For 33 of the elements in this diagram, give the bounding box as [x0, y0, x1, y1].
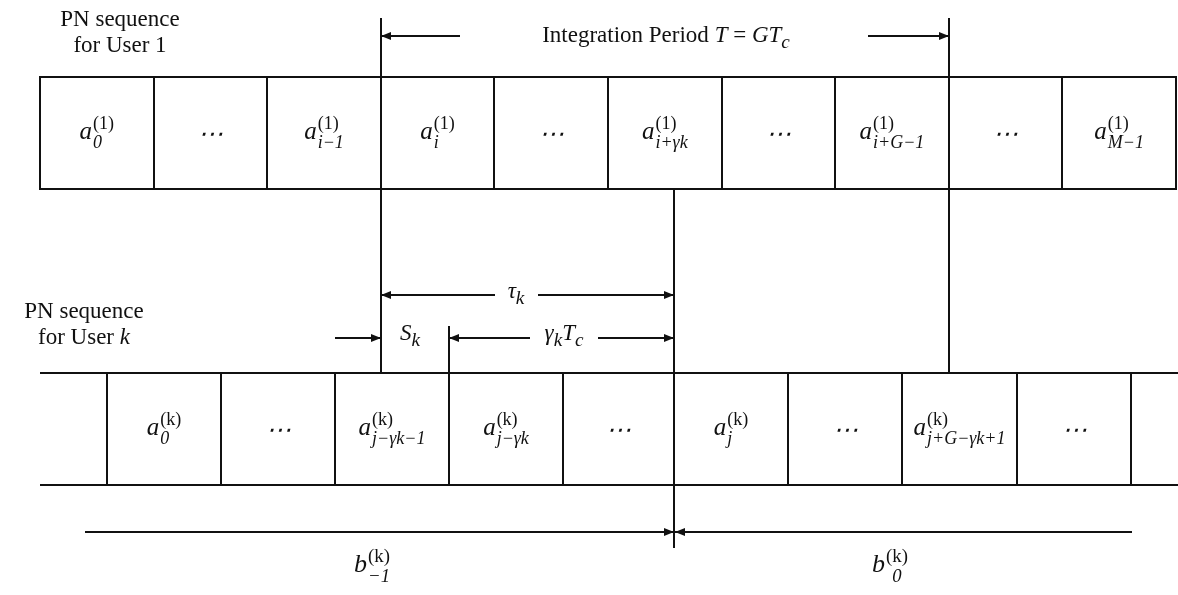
offset-label: S$_{k}$ [400, 320, 420, 351]
chip-cell [220, 372, 336, 486]
chip-cell [834, 76, 950, 190]
chip-cell [720, 76, 837, 190]
chip-cell [334, 372, 450, 486]
chip-cell [152, 76, 269, 190]
chip-cell [448, 372, 564, 486]
chip-cell [1016, 372, 1132, 486]
chip-cell [266, 76, 382, 190]
delay-label: τ$_{k}$ [507, 278, 525, 309]
sequence-label: PN sequence for User k [23, 298, 145, 351]
chip-cell [39, 76, 155, 190]
chip-symbol: ⋯ [606, 414, 631, 444]
chip-symbol: ⋯ [993, 118, 1019, 148]
period-label: Integration Period T = GT$_{c}$ [542, 22, 790, 53]
chip-cell [379, 76, 496, 190]
chip-symbol: ⋯ [197, 118, 223, 148]
chip-cell [1061, 76, 1177, 190]
sequence-label: PN sequence for User 1 [59, 6, 181, 59]
chip-cell [787, 372, 903, 486]
chip-symbol: ⋯ [265, 414, 291, 444]
delay-label: γ$_{k}$T$_{c}$ [544, 320, 584, 351]
chip-cell [106, 372, 222, 486]
chip-cell [493, 76, 609, 190]
chip-cell [947, 76, 1064, 190]
chip-symbol: ⋯ [1061, 414, 1087, 444]
chip-cell [673, 372, 789, 486]
chip-cell [562, 372, 675, 486]
chip-symbol: ⋯ [832, 414, 858, 444]
chip-cell [901, 372, 1018, 486]
chip-symbol: ⋯ [765, 118, 791, 148]
chip-symbol: ⋯ [538, 118, 564, 148]
chip-cell [607, 76, 723, 190]
